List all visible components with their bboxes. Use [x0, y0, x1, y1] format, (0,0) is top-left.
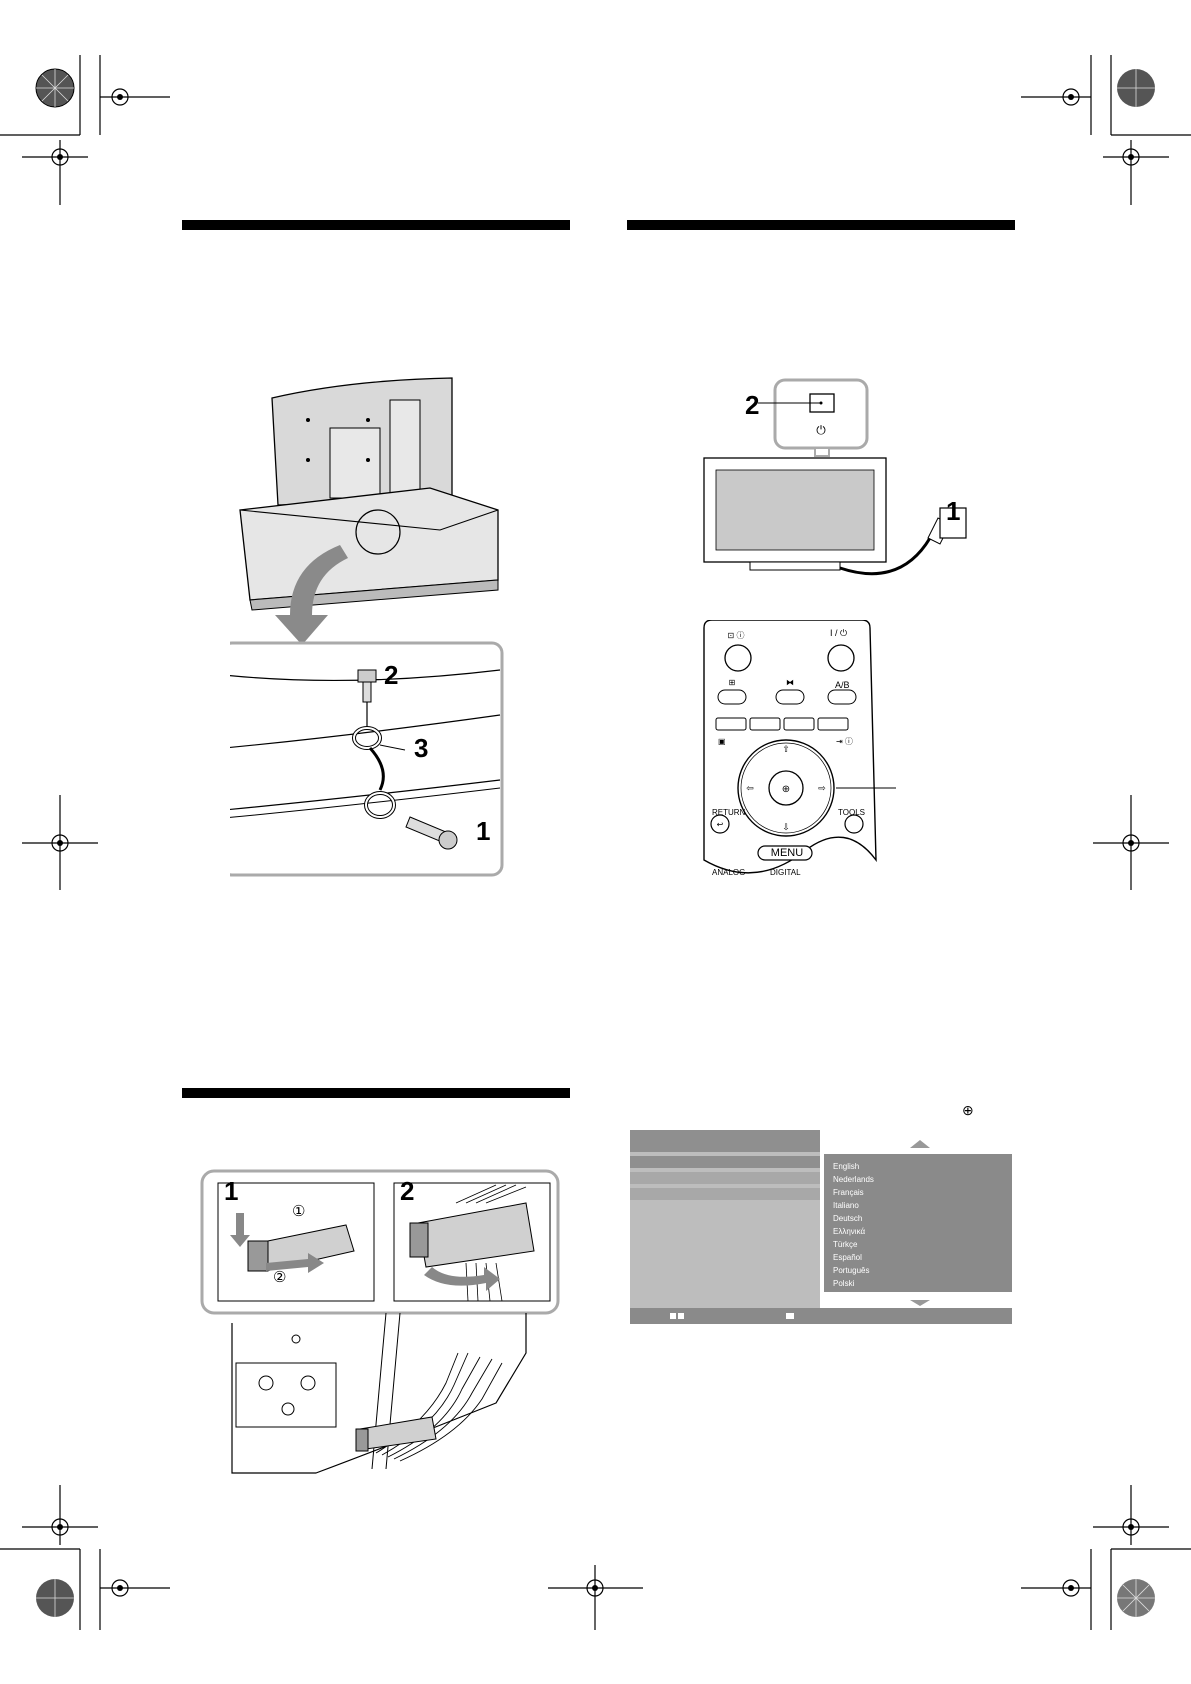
remote-control-illustration: ⊡ ⓘ ⊞ ⧓ ▣ ⇥ ⓘ ⊕ ⇧ ⇩ ⇦ ⇨ ↩	[703, 620, 896, 874]
svg-text:⇧: ⇧	[782, 744, 790, 754]
callout-clip-sub-2: ②	[273, 1269, 287, 1286]
language-item[interactable]: Português	[833, 1266, 870, 1275]
language-item[interactable]: Español	[833, 1253, 862, 1262]
remote-digital-label: DIGITAL	[770, 868, 801, 877]
svg-text:⇨: ⇨	[818, 783, 826, 793]
callout-clip-sub-1: ①	[292, 1203, 306, 1220]
remote-tools-label: TOOLS	[838, 808, 865, 817]
tv-power-illustration: ⏻	[703, 378, 967, 576]
svg-text:⏻: ⏻	[816, 423, 826, 437]
svg-text:⊞: ⊞	[729, 678, 736, 687]
svg-text:⧓: ⧓	[786, 678, 794, 687]
language-item[interactable]: Türkçe	[833, 1240, 858, 1249]
remote-analog-label: ANALOG	[712, 868, 746, 877]
callout-power-plug: 1	[946, 496, 961, 526]
svg-text:↩: ↩	[717, 820, 724, 829]
callout-clip-step-2: 2	[400, 1176, 415, 1206]
remote-ab-label: A/B	[835, 680, 850, 690]
language-item[interactable]: Nederlands	[833, 1175, 874, 1184]
section-rule-right-top	[627, 220, 1015, 230]
callout-bolt: 2	[384, 660, 399, 690]
svg-text:⊡ ⓘ: ⊡ ⓘ	[728, 631, 745, 640]
cable-clip-illustration	[200, 1169, 560, 1474]
svg-text:⇦: ⇦	[746, 783, 754, 793]
language-item[interactable]: English	[833, 1162, 860, 1171]
remote-standby-label: I / ⏻	[830, 628, 848, 638]
language-item[interactable]: Deutsch	[833, 1214, 863, 1223]
svg-text:▣: ▣	[718, 737, 726, 746]
tv-stand-securing-illustration	[230, 377, 504, 877]
language-menu-screen	[630, 1130, 1012, 1324]
remote-menu-button: MENU	[770, 847, 804, 859]
remote-return-label: RETURN	[712, 808, 746, 817]
svg-text:⇩: ⇩	[782, 822, 790, 832]
callout-screw: 1	[476, 816, 491, 846]
callout-cord: 3	[414, 733, 429, 763]
language-item[interactable]: Ελληνικά	[833, 1227, 866, 1236]
language-item[interactable]: Français	[833, 1188, 864, 1197]
svg-text:⊕: ⊕	[782, 784, 790, 795]
select-icon: ⊕	[962, 1102, 974, 1118]
svg-text:⇥ ⓘ: ⇥ ⓘ	[836, 737, 853, 746]
language-item[interactable]: Polski	[833, 1279, 855, 1288]
language-item[interactable]: Italiano	[833, 1201, 859, 1210]
callout-clip-step-1: 1	[224, 1176, 239, 1206]
section-rule-left-top	[182, 220, 570, 230]
section-rule-left-bottom	[182, 1088, 570, 1098]
callout-power-button: 2	[745, 390, 760, 420]
